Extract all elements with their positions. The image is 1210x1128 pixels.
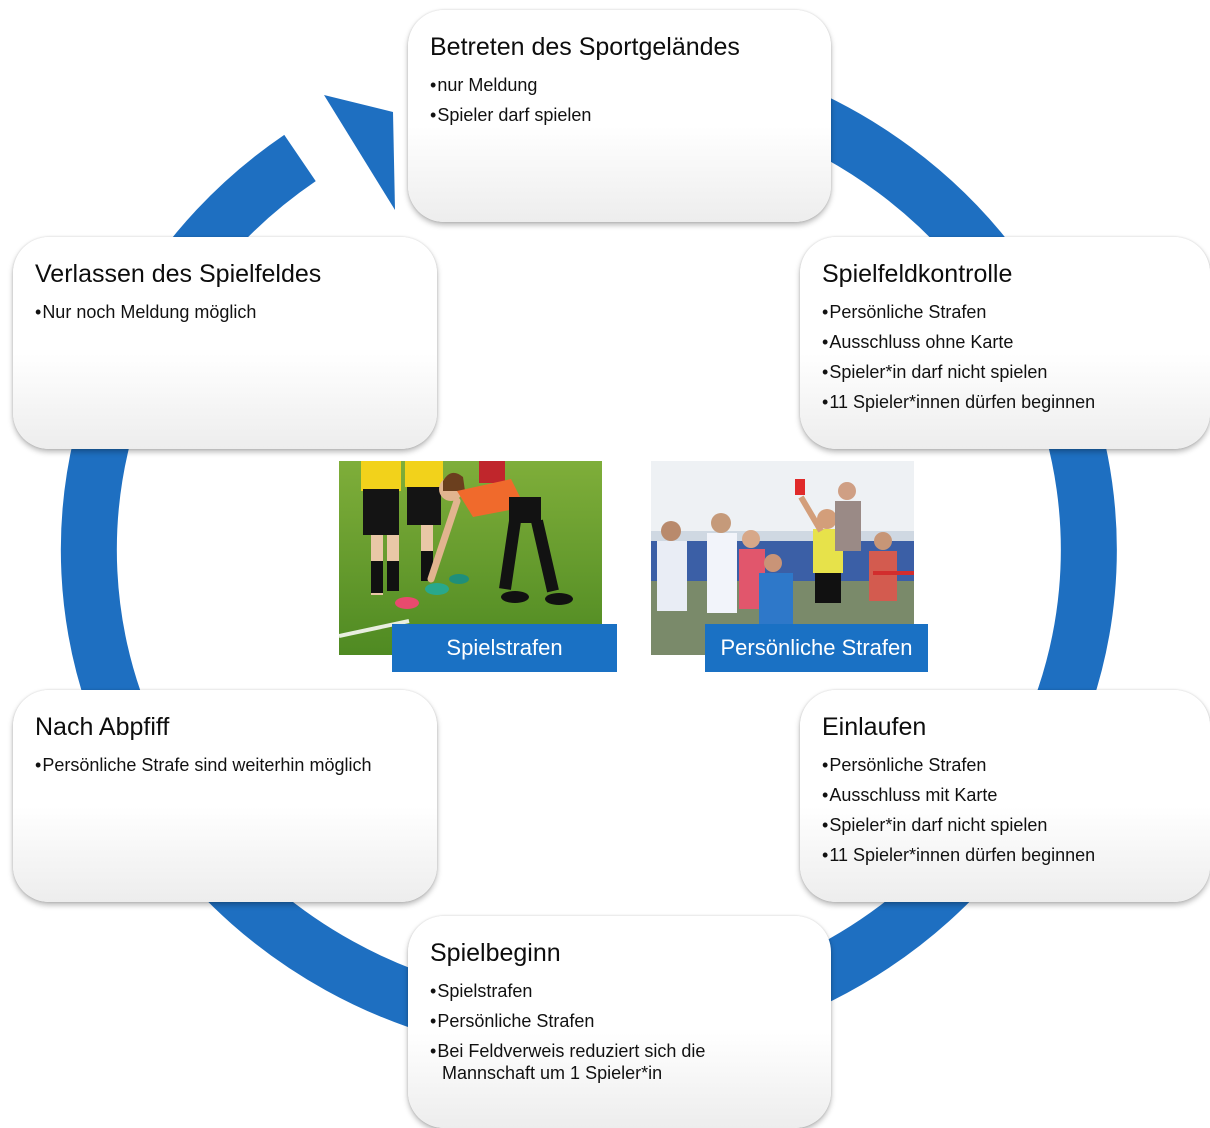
bullet: Persönliche Strafen [822,301,1190,323]
bullet: Persönliche Strafe sind weiterhin möglic… [35,754,385,776]
step-bullets: Spielstrafen Persönliche Strafen Bei Fel… [430,980,790,1084]
bullet: Spielstrafen [430,980,790,1002]
photo-spielstrafen [339,461,602,655]
step-title: Spielfeldkontrolle [822,260,1013,288]
red-card-photo-illustration [651,461,914,655]
bullet: Nur noch Meldung möglich [35,301,417,323]
cycle-arrowhead [324,95,395,210]
bullet: Ausschluss mit Karte [822,784,1190,806]
step-title: Einlaufen [822,713,927,741]
bullet: 11 Spieler*innen dürfen beginnen [822,391,1190,413]
step-bullets: Persönliche Strafen Ausschluss mit Karte… [822,754,1190,866]
step-title: Spielbeginn [430,939,561,967]
referee-photo-illustration [339,461,602,655]
step-verlassen: Verlassen des Spielfeldes Nur noch Meldu… [13,237,437,449]
bullet: Ausschluss ohne Karte [822,331,1190,353]
step-bullets: Persönliche Strafen Ausschluss ohne Kart… [822,301,1190,413]
label-spielstrafen: Spielstrafen [392,624,617,672]
bullet: Persönliche Strafen [822,754,1190,776]
bullet: nur Meldung [430,74,811,96]
bullet: Spieler*in darf nicht spielen [822,814,1190,836]
step-nach-abpfiff: Nach Abpfiff Persönliche Strafe sind wei… [13,690,437,902]
step-spielfeldkontrolle: Spielfeldkontrolle Persönliche Strafen A… [800,237,1210,449]
bullet: Spieler*in darf nicht spielen [822,361,1190,383]
step-bullets: nur Meldung Spieler darf spielen [430,74,811,126]
label-persoenliche-strafen: Persönliche Strafen [705,624,928,672]
step-betreten: Betreten des Sportgeländes nur Meldung S… [408,10,831,222]
step-title: Betreten des Sportgeländes [430,33,740,61]
bullet: Bei Feldverweis reduziert sich die Manns… [430,1040,790,1084]
step-title: Nach Abpfiff [35,713,170,741]
bullet: Spieler darf spielen [430,104,811,126]
step-bullets: Nur noch Meldung möglich [35,301,417,323]
step-title: Verlassen des Spielfeldes [35,260,322,288]
step-einlaufen: Einlaufen Persönliche Strafen Ausschluss… [800,690,1210,902]
bullet: Persönliche Strafen [430,1010,790,1032]
bullet: 11 Spieler*innen dürfen beginnen [822,844,1190,866]
step-bullets: Persönliche Strafe sind weiterhin möglic… [35,754,385,776]
photo-persoenliche-strafen [651,461,914,655]
step-spielbeginn: Spielbeginn Spielstrafen Persönliche Str… [408,916,831,1128]
